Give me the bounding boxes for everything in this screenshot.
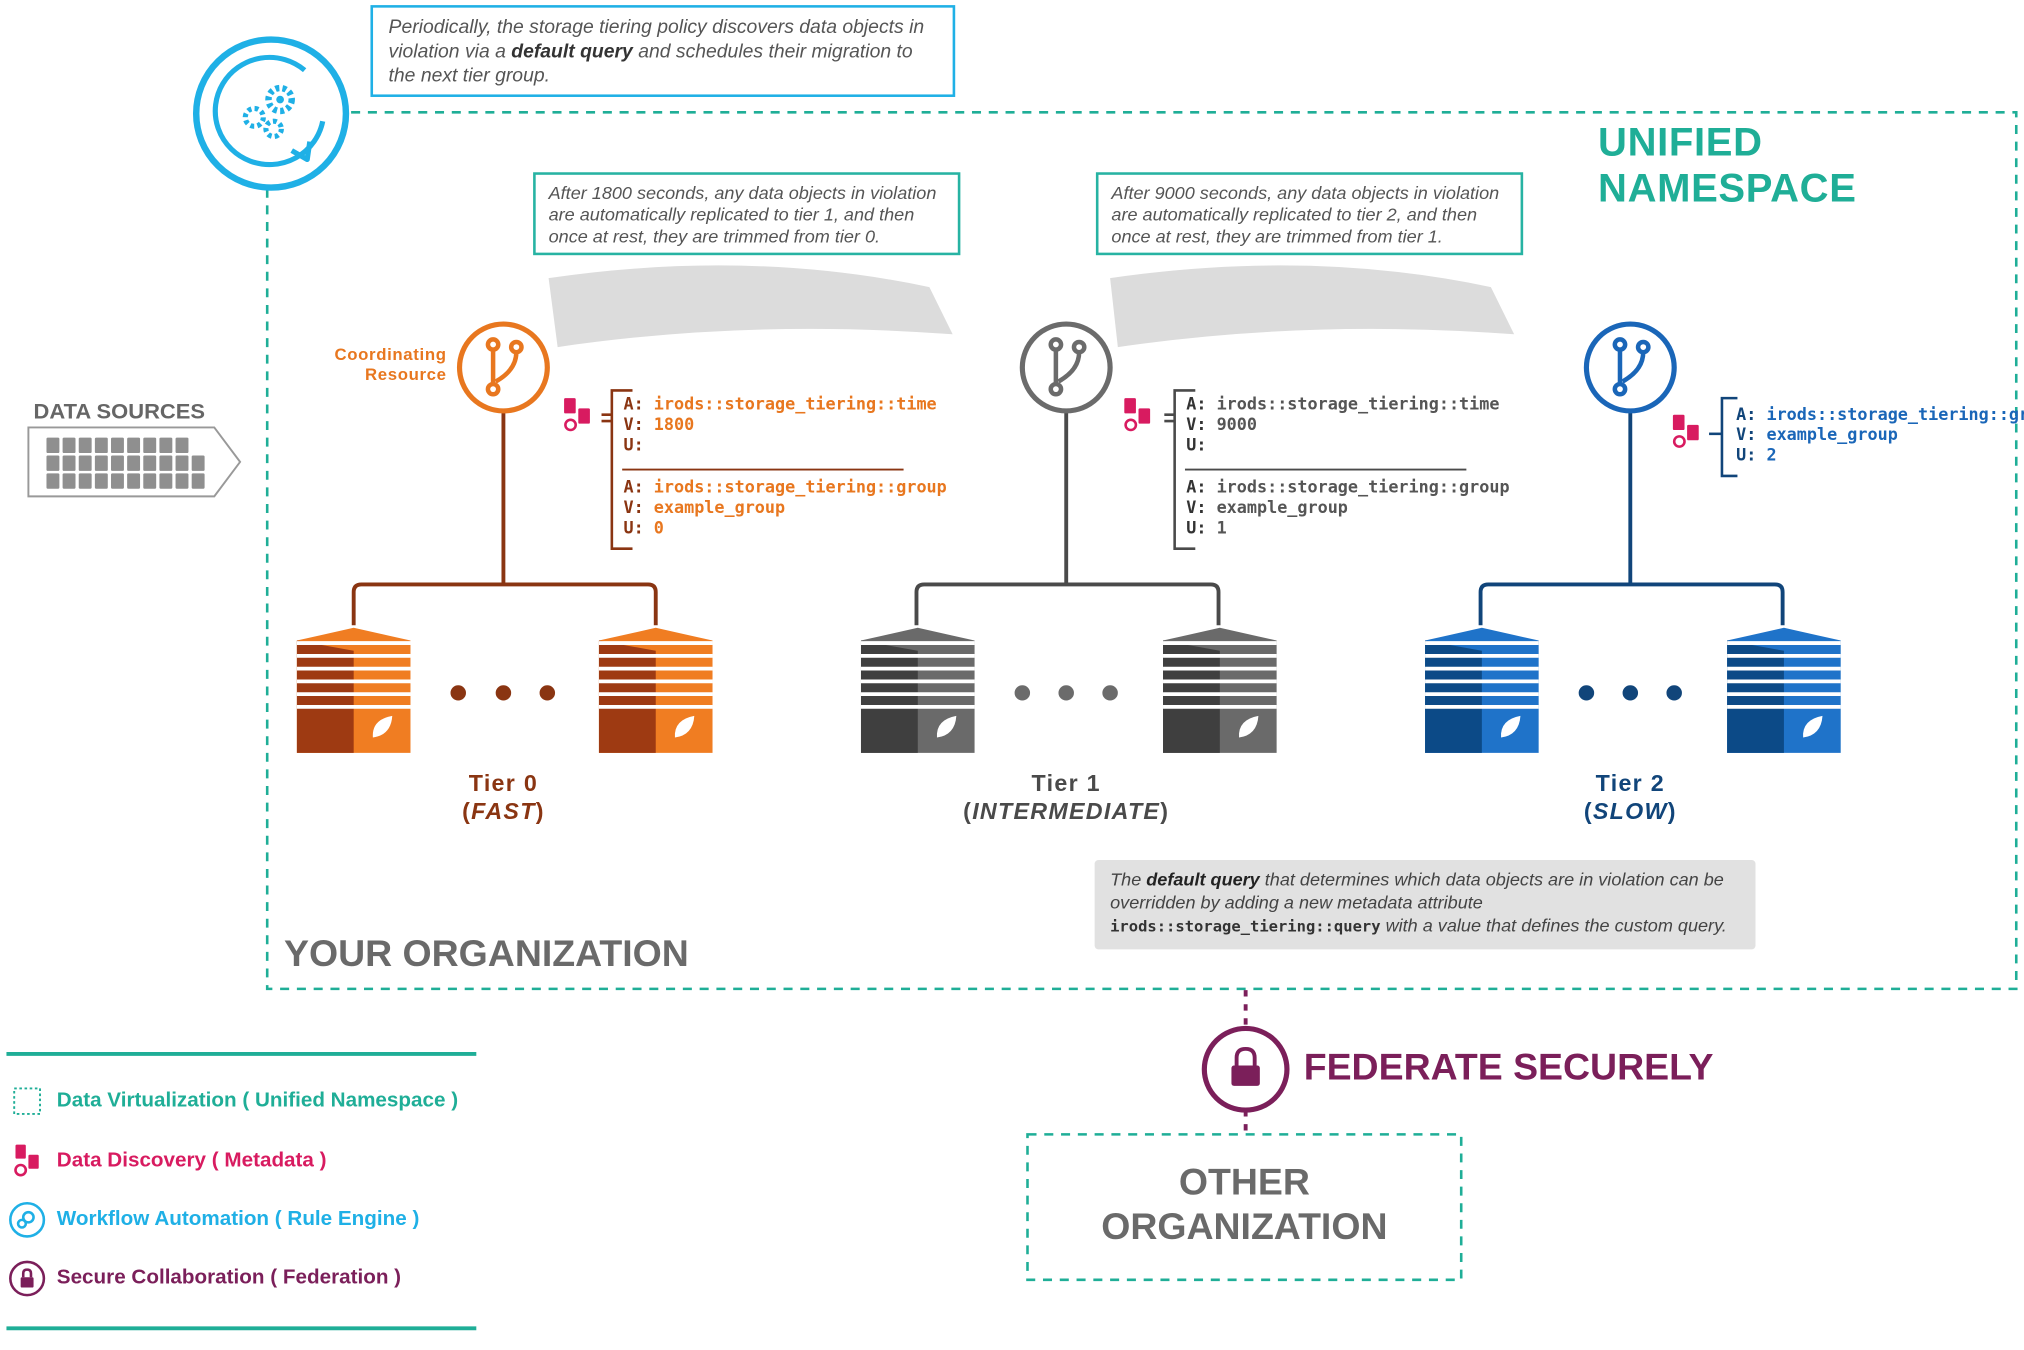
tier1-resource-icon — [1019, 321, 1113, 414]
dashed-square-icon — [8, 1082, 47, 1120]
metadata-icon-tier0 — [564, 398, 590, 432]
legend-workflow-automation: Workflow Automation ( Rule Engine ) — [8, 1201, 419, 1239]
tier1-storage-left-icon — [860, 627, 975, 753]
tier1-metadata: A: irods::storage_tiering::time V: 9000 … — [1186, 395, 1510, 539]
tier2-storage-left-icon — [1425, 627, 1539, 753]
top-note: Periodically, the storage tiering policy… — [370, 5, 956, 97]
metadata-icon-tier1 — [1124, 398, 1151, 432]
legend-data-discovery: Data Discovery ( Metadata ) — [8, 1142, 327, 1180]
tier0-storage-right-icon — [598, 627, 713, 753]
rule-engine-icon — [8, 1201, 47, 1239]
data-sources-icon — [27, 426, 242, 498]
tier2-ellipsis-icon — [1578, 685, 1682, 701]
metadata-icon — [8, 1142, 47, 1180]
tier0-storage-left-icon — [296, 627, 411, 753]
note-tier2-replication: After 9000 seconds, any data objects in … — [1095, 172, 1524, 256]
tier2-connectors — [1478, 410, 1785, 626]
data-sources-label: DATA SOURCES — [33, 399, 206, 424]
tier2-metadata: A: irods::storage_tiering::group V: exam… — [1736, 405, 2024, 466]
unified-namespace-box — [265, 111, 2018, 991]
migration-arc-tier0-to-tier1 — [548, 265, 953, 348]
other-organization-box — [1026, 1133, 1463, 1282]
tier0-ellipsis-icon — [450, 685, 556, 701]
federate-securely-label: FEDERATE SECURELY — [1303, 1047, 1714, 1089]
lock-icon — [8, 1259, 47, 1297]
your-organization-label: YOUR ORGANIZATION — [283, 934, 689, 975]
tier1-connectors — [914, 410, 1221, 626]
tier1-storage-right-icon — [1163, 627, 1277, 753]
other-organization-label: OTHER ORGANIZATION — [1101, 1162, 1388, 1248]
tier2-resource-icon — [1583, 321, 1677, 414]
rule-engine-icon — [192, 36, 350, 191]
tier2-storage-right-icon — [1727, 627, 1841, 753]
tier0-connectors — [351, 410, 658, 626]
tier1-label: Tier 1 (INTERMEDIATE) — [963, 770, 1170, 825]
tier0-metadata: A: irods::storage_tiering::time V: 1800 … — [623, 395, 947, 539]
coordinating-resource-icon — [456, 321, 550, 414]
tier0-label: Tier 0 (FAST) — [462, 770, 545, 825]
legend-data-virtualization: Data Virtualization ( Unified Namespace … — [8, 1082, 458, 1120]
federate-lock-icon — [1201, 1025, 1290, 1113]
default-query-note: The default query that determines which … — [1094, 860, 1756, 950]
metadata-icon-tier2 — [1672, 414, 1699, 448]
tier1-ellipsis-icon — [1014, 685, 1118, 701]
tier2-label: Tier 2 (SLOW) — [1583, 770, 1677, 825]
unified-namespace-title: UNIFIED NAMESPACE — [1598, 119, 1857, 211]
legend-secure-collaboration: Secure Collaboration ( Federation ) — [8, 1259, 401, 1297]
tier0-meta-bracket — [610, 389, 633, 550]
tier2-meta-bracket — [1720, 396, 1738, 478]
migration-arc-tier1-to-tier2 — [1110, 265, 1515, 348]
coordinating-resource-label: Coordinating Resource — [334, 344, 447, 385]
note-tier1-replication: After 1800 seconds, any data objects in … — [533, 172, 961, 256]
tier1-meta-bracket — [1173, 389, 1196, 550]
